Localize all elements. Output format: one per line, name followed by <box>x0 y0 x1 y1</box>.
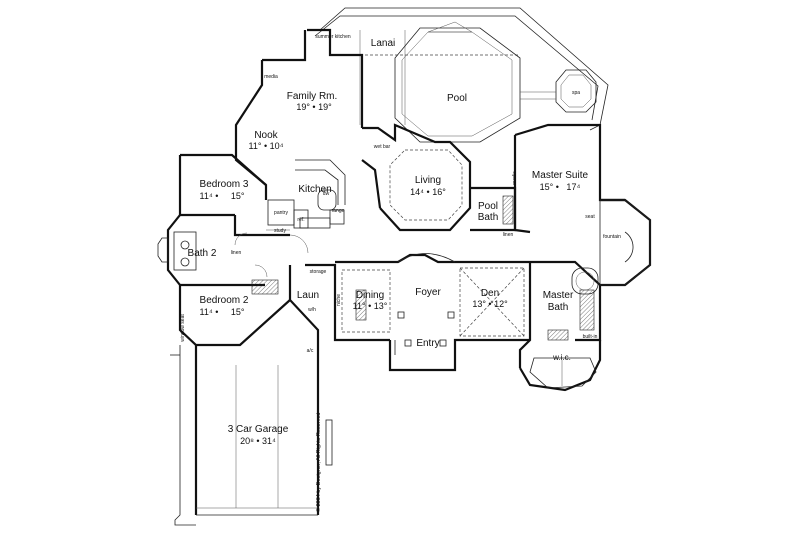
dining-dim: 11° • 13° <box>353 301 388 311</box>
study-label: study <box>274 228 286 234</box>
spa-label: spa <box>572 90 580 96</box>
family-room-dim: 19° • 19° <box>296 102 332 112</box>
master-tub <box>571 267 599 295</box>
fountain-shape <box>624 231 634 263</box>
media-family-label: media <box>264 74 278 80</box>
built-in-label: built-in <box>583 334 598 340</box>
pool-bath-label: Pool <box>478 201 498 212</box>
range-label: range <box>332 208 345 214</box>
garage-dim: 20⁸ • 31⁴ <box>240 436 276 446</box>
fountain-label: fountain <box>603 234 621 240</box>
nook-label: Nook <box>254 130 278 141</box>
lanai-outline <box>314 7 609 131</box>
kitchen-island <box>295 159 346 229</box>
garage-walls <box>170 345 333 526</box>
living-dim: 14⁴ • 16° <box>410 187 446 197</box>
copyright-notice: © 2004 by Designer, All Rights Reserved <box>315 413 322 512</box>
den-label: Den <box>481 288 499 299</box>
bath2-label: Bath 2 <box>188 248 217 259</box>
dining-label: Dining <box>356 290 384 301</box>
family-room-label: Family Rm. <box>287 91 338 102</box>
ref-label: ref. <box>297 217 304 223</box>
foyer-columns <box>397 253 456 347</box>
master-bath-label: Master <box>543 290 574 301</box>
bedroom2-dim: 11⁴ • 15° <box>200 307 245 317</box>
pool-bath-label-2: Bath <box>478 212 499 223</box>
den-dim: 13° • 12° <box>472 299 508 309</box>
storage-label: storage <box>310 269 327 275</box>
wic-bay <box>529 357 597 389</box>
linen-bath2-label: linen <box>231 250 242 256</box>
foyer-label: Foyer <box>415 287 441 298</box>
bath2-fixtures <box>157 231 197 271</box>
master-suite-label: Master Suite <box>532 170 589 181</box>
entry-label: Entry <box>416 338 439 349</box>
nook-dim: 11° • 10⁴ <box>249 141 284 151</box>
spa: spa <box>520 69 597 113</box>
media-master-label: media <box>512 171 518 185</box>
master-bath-label-2: Bath <box>548 302 569 313</box>
wh-label: w/h <box>308 307 316 313</box>
garage-label: 3 Car Garage <box>228 424 289 435</box>
dw-label: dw <box>323 191 330 197</box>
master-suite-dim: 15° • 17⁴ <box>540 182 581 192</box>
living-label: Living <box>415 175 441 186</box>
window-seat-label: window seat <box>180 314 186 342</box>
seat-label: seat <box>585 214 595 220</box>
bedroom2-label: Bedroom 2 <box>200 295 249 306</box>
kitchen-label: Kitchen <box>298 184 331 195</box>
pool-shape <box>394 21 521 143</box>
pool-label: Pool <box>447 93 467 104</box>
linen-master-label: linen <box>503 232 514 238</box>
wet-bar-label: wet bar <box>374 144 391 150</box>
summer-kitchen-label: summer kitchen <box>315 34 351 40</box>
lanai-label: Lanai <box>371 38 395 49</box>
niche-label: niche <box>336 294 342 306</box>
exterior-walls <box>166 28 652 392</box>
bedroom3-dim: 11⁴ • 15° <box>200 191 245 201</box>
ac-label: a/c <box>307 348 314 354</box>
bedroom3-label: Bedroom 3 <box>200 179 249 190</box>
laundry-label: Laun <box>297 290 319 301</box>
pantry-label: pantry <box>274 210 288 216</box>
wic-label: w.i.c. <box>552 353 571 362</box>
pantry <box>267 199 309 229</box>
